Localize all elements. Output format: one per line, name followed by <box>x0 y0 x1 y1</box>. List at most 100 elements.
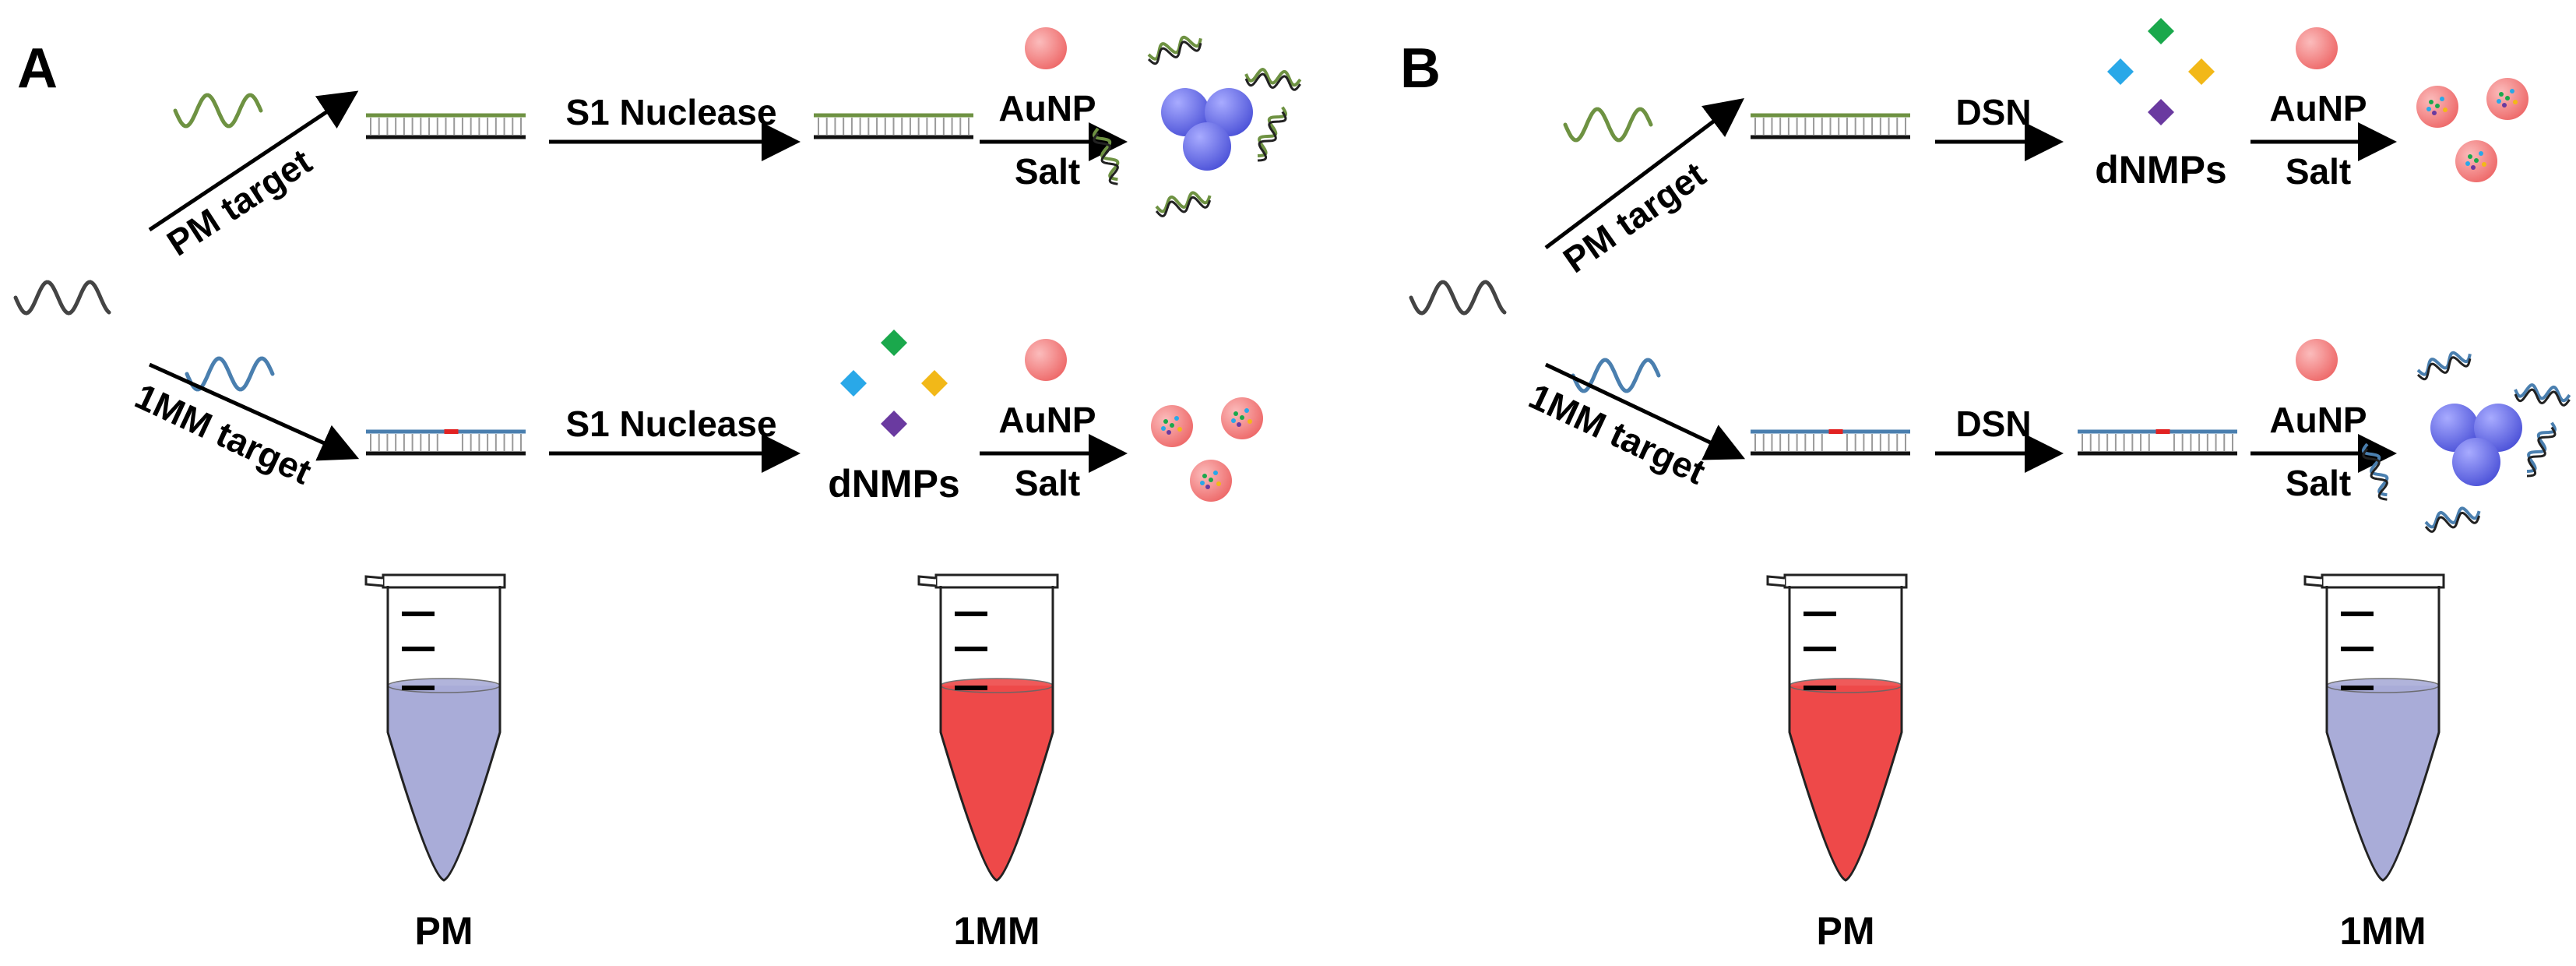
panel-b-bottom-pathway: 1MM target DSN AuNP Salt <box>1523 339 2571 533</box>
panel-a: A PM target S1 Nuclease AuNP Salt 1MM ta… <box>13 27 1302 953</box>
panel-b-aggregate-bottom <box>2361 351 2571 533</box>
adsorbed-dnmp-dot <box>2505 96 2510 100</box>
panel-a-bottom-pathway: 1MM target S1 Nuclease dNMPs AuNP Salt <box>129 330 1263 506</box>
panel-a-pm-target-strand <box>173 93 263 129</box>
dnmp-diamond <box>881 411 907 437</box>
adsorbed-dnmp-dot <box>1231 418 1236 423</box>
panel-b-salt-label-top: Salt <box>2286 151 2351 192</box>
tube-outline <box>1788 586 1903 882</box>
free-duplex-strand <box>2526 426 2557 478</box>
adsorbed-dnmp-dot <box>2429 100 2433 104</box>
adsorbed-dnmp-dot <box>1170 423 1174 428</box>
adsorbed-dnmp-dot <box>2468 154 2472 159</box>
adsorbed-dnmp-dot <box>1202 474 1207 478</box>
panel-b-tube-pm-label: PM <box>1817 909 1875 953</box>
dnmp-diamond <box>881 330 907 356</box>
panel-b-pm-target-strand <box>1563 107 1653 143</box>
panel-a-hybridize-arrow-top <box>148 90 359 232</box>
panel-a-salt-label-top: Salt <box>1015 151 1080 192</box>
strand-curve <box>1409 280 1507 316</box>
adsorbed-dnmp-dot <box>1167 430 1171 435</box>
panel-b-top-pathway: PM target DSN dNMPs AuNP Salt <box>1544 18 2528 280</box>
panel-b-hybridize-arrow-bottom <box>1544 362 1746 460</box>
aggregated-aunp <box>1205 88 1253 136</box>
panel-a-aunp-icon-top <box>1025 27 1067 69</box>
tube-outline <box>2325 586 2441 882</box>
panel-a-top-pathway: PM target S1 Nuclease AuNP Salt <box>148 27 1302 264</box>
adsorbed-dnmp-dot <box>1216 481 1221 486</box>
panel-a-duplex-bottom <box>366 429 526 456</box>
panel-a-duplex-top <box>366 113 526 139</box>
panel-a-aunp-label-bottom: AuNP <box>998 400 1096 440</box>
adsorbed-dnmp-dot <box>2482 162 2486 167</box>
adsorbed-dnmp-dot <box>1174 416 1179 421</box>
adsorbed-dnmp-dot <box>1244 408 1249 413</box>
adsorbed-dnmp-dot <box>2497 99 2501 104</box>
panel-b-mm-target-label: 1MM target <box>1523 375 1712 492</box>
panel-a-tube-pm <box>364 573 506 882</box>
panel-b-dnmps-label: dNMPs <box>2095 148 2226 192</box>
panel-b-mm-target-strand <box>1571 358 1661 393</box>
panel-b-aunp-icon-bottom <box>2296 339 2338 381</box>
tube-rim <box>1783 573 1908 589</box>
panel-b-aunp-icon-top <box>2296 27 2338 69</box>
adsorbed-dnmp-dot <box>2499 92 2504 97</box>
strand-curve <box>1563 107 1653 143</box>
adsorbed-dnmp-dot <box>1205 485 1210 489</box>
free-duplex-strand <box>2514 383 2571 403</box>
panel-a-hybridize-arrow-bottom <box>148 362 360 461</box>
dnmp-diamond <box>2148 99 2174 125</box>
adsorbed-dnmp-dot <box>2426 107 2431 111</box>
panel-a-duplex-top-after <box>814 113 973 139</box>
panel-a-tube-pm-label: PM <box>415 909 473 953</box>
tube-hinge <box>364 575 384 587</box>
adsorbed-dnmp-dot <box>1200 481 1205 485</box>
strand-curve <box>13 280 111 316</box>
adsorbed-dnmp-dot <box>1209 478 1213 482</box>
tube-rim <box>382 573 506 589</box>
adsorbed-dnmp-dot <box>2443 108 2448 112</box>
panel-b-aunp-label-top: AuNP <box>2269 88 2367 129</box>
panel-a-enzyme-label-top: S1 Nuclease <box>565 92 776 132</box>
panel-b-probe-strand <box>1409 280 1507 316</box>
adsorbed-dnmp-dot <box>2440 97 2444 101</box>
tube-outline <box>386 586 501 882</box>
aggregated-aunp <box>2452 438 2500 486</box>
adsorbed-dnmp-dot <box>1237 422 1241 427</box>
free-duplex-strand <box>1244 68 1302 87</box>
free-duplex-strand <box>1093 132 1119 185</box>
adsorbed-dnmp-dot <box>1248 419 1252 424</box>
panel-b-enzyme-label-bottom: DSN <box>1955 404 2031 444</box>
aggregated-aunp <box>1183 122 1231 171</box>
panel-a-probe-strand <box>13 280 111 316</box>
adsorbed-dnmp-dot <box>1161 426 1166 431</box>
adsorbed-dnmp-dot <box>2471 165 2476 170</box>
panel-b-duplex-top <box>1751 113 1910 139</box>
adsorbed-dnmp-dot <box>2502 103 2507 108</box>
adsorbed-dnmp-dot <box>2435 104 2440 108</box>
panel-b-pm-target-label: PM target <box>1556 153 1713 280</box>
tube-outline <box>939 586 1054 882</box>
panel-b-dnmps-top <box>2107 18 2215 125</box>
panel-a-tube-1mm-label: 1MM <box>953 909 1040 953</box>
tube-hinge <box>2303 575 2323 587</box>
panel-b-hybridize-arrow-top <box>1544 97 1744 249</box>
panel-a-aggregate-top <box>1092 35 1302 217</box>
adsorbed-dnmp-dot <box>2474 158 2479 163</box>
adsorbed-dnmp-dot <box>2510 89 2514 93</box>
aggregated-aunp <box>2474 404 2522 452</box>
panel-b-dispersed-aunps-top <box>2416 78 2528 182</box>
tube-rim <box>934 573 1059 589</box>
free-duplex-strand <box>2424 506 2481 529</box>
tube-rim <box>2321 573 2445 589</box>
panel-a-enzyme-label-bottom: S1 Nuclease <box>565 404 776 444</box>
tube-hinge <box>917 575 937 587</box>
tube-hinge <box>1766 575 1786 587</box>
adsorbed-dnmp-dot <box>2465 161 2470 166</box>
panel-b-letter: B <box>1400 37 1441 100</box>
panel-a-pm-target-label: PM target <box>160 141 318 264</box>
dnmp-diamond <box>840 370 867 397</box>
free-duplex-strand <box>2362 448 2388 501</box>
adsorbed-dnmp-dot <box>1213 471 1218 475</box>
